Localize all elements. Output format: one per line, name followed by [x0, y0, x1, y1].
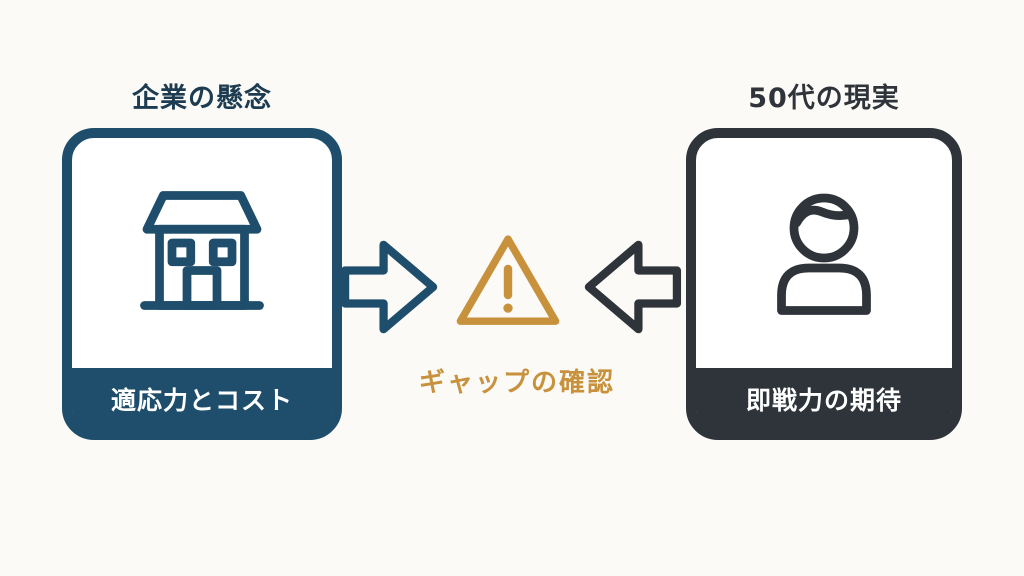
arrow-left-icon	[578, 232, 686, 342]
gap-caption: ギャップの確認	[418, 368, 615, 398]
left-icon-area	[72, 138, 332, 368]
right-box: 即戦力の期待	[686, 128, 962, 440]
arrow-right-icon	[336, 232, 444, 342]
person-icon	[749, 178, 899, 328]
right-panel-title: 50代の現実	[748, 83, 900, 114]
right-box-label: 即戦力の期待	[696, 368, 952, 430]
left-box-label: 適応力とコスト	[72, 368, 332, 430]
warning-icon	[452, 226, 564, 338]
right-icon-area	[696, 138, 952, 368]
left-panel-title: 企業の懸念	[132, 83, 272, 114]
left-box: 適応力とコスト	[62, 128, 342, 440]
building-icon	[127, 178, 277, 328]
